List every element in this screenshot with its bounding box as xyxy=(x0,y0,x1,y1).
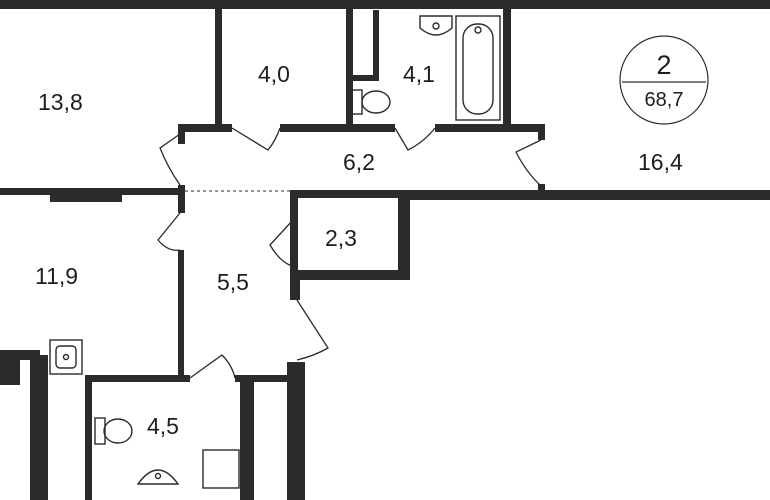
wall-shaft-left xyxy=(346,10,351,80)
toilet-upper-icon xyxy=(351,89,391,115)
wall-lowright-stub xyxy=(291,280,300,300)
wall-corridor-top-b xyxy=(280,124,395,132)
wall-corridor-top-c xyxy=(435,124,543,132)
wall-corridor-right xyxy=(538,124,545,140)
wall-middle-right xyxy=(400,190,770,200)
door-room-13-8 xyxy=(159,133,181,186)
area-label-room-16-4: 16,4 xyxy=(638,149,683,175)
wall-shaft-bottom xyxy=(346,75,379,81)
wall-closet-top xyxy=(290,190,410,198)
area-labels: 13,8 4,0 4,1 6,2 16,4 11,9 5,5 2,3 4,5 xyxy=(35,61,683,439)
fixtures xyxy=(49,15,501,489)
wall-shaft-right xyxy=(373,10,379,80)
wall-window-left xyxy=(50,193,122,202)
washing-machine-icon xyxy=(202,449,240,489)
door-lowbath xyxy=(189,354,236,379)
wall-closet-left xyxy=(290,190,298,300)
apartment-badge: 2 68,7 xyxy=(619,35,709,125)
area-label-room-6-2: 6,2 xyxy=(343,149,375,175)
wall-lowbath-left xyxy=(30,355,48,500)
wall-corridor-top-a xyxy=(178,124,232,132)
area-label-room-4-1: 4,1 xyxy=(403,61,435,87)
wall-hall-left-low xyxy=(178,250,184,380)
badge-circle xyxy=(619,35,709,125)
sink-lower-bottom-icon xyxy=(136,469,180,485)
bathtub-icon xyxy=(455,15,501,121)
door-room-4-0 xyxy=(231,127,281,151)
wall-hall-left xyxy=(178,124,185,144)
area-label-room-13-8: 13,8 xyxy=(38,89,83,115)
wall-closet-bottom xyxy=(290,270,410,280)
badge-total-area: 68,7 xyxy=(645,89,684,111)
sink-upper-icon xyxy=(419,15,453,36)
wall-lowbath-outer xyxy=(0,350,20,385)
area-label-room-5-5: 5,5 xyxy=(217,269,249,295)
wall-lowbath-top-c xyxy=(235,375,305,382)
door-closet xyxy=(269,219,294,267)
door-entrance xyxy=(296,299,329,361)
sink-lower-left-icon xyxy=(49,339,83,375)
wall-corridor-right-low xyxy=(538,184,545,200)
wall-hall-left-mid xyxy=(178,185,185,213)
wall-lowbath-shaft xyxy=(248,380,254,500)
wall-lowbath-right xyxy=(240,375,248,500)
wall-room40-left xyxy=(215,0,222,132)
wall-closet-right xyxy=(398,190,410,280)
wall-lowbath-mid xyxy=(85,375,92,500)
wall-top xyxy=(0,0,770,9)
area-label-room-4-0: 4,0 xyxy=(258,61,290,87)
doors xyxy=(157,127,542,379)
door-room-11-9 xyxy=(157,212,181,251)
wall-lowbath-top-b xyxy=(90,375,190,382)
area-label-room-2-3: 2,3 xyxy=(325,225,357,251)
badge-rooms-count: 2 xyxy=(656,50,671,80)
wall-bath-right xyxy=(503,0,511,132)
door-bathroom xyxy=(394,127,436,151)
wall-middle-left xyxy=(0,188,183,195)
toilet-lower-icon xyxy=(94,417,133,445)
door-room-16-4 xyxy=(515,139,542,187)
wall-lowright xyxy=(287,362,305,500)
area-label-room-11-9: 11,9 xyxy=(35,263,78,289)
area-label-room-4-5: 4,5 xyxy=(147,413,179,439)
